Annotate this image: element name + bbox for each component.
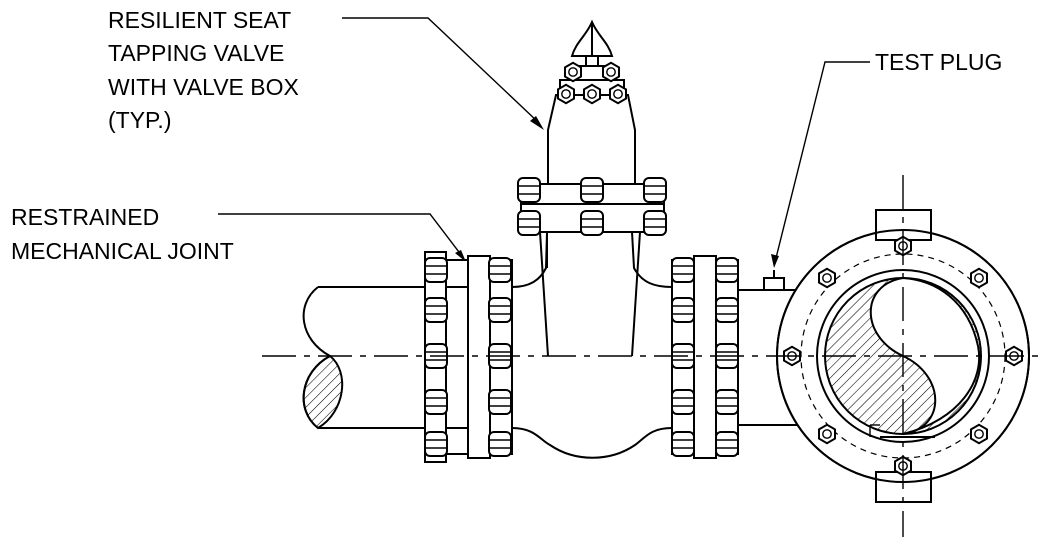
joint-callout: RESTRAINED MECHANICAL JOINT bbox=[11, 204, 466, 264]
bonnet-flange bbox=[517, 177, 667, 236]
restrained-mechanical-joint bbox=[424, 251, 513, 463]
centerlines bbox=[262, 175, 1043, 537]
test-plug bbox=[763, 277, 785, 291]
valve-callout-line-1: RESILIENT SEAT bbox=[108, 7, 291, 33]
plug-callout-text: TEST PLUG bbox=[875, 49, 1002, 75]
valve-leader-line bbox=[342, 17, 539, 123]
joint-callout-line-2: MECHANICAL JOINT bbox=[11, 238, 234, 264]
valve-body bbox=[511, 231, 673, 459]
tapping-sleeve-outlet bbox=[738, 270, 798, 426]
valve-callout: RESILIENT SEAT TAPPING VALVE WITH VALVE … bbox=[108, 7, 544, 133]
plug-leader-arrow bbox=[771, 254, 779, 268]
plug-leader-line bbox=[775, 61, 870, 259]
valve-leader-arrow bbox=[530, 116, 544, 130]
valve-outlet-flanges bbox=[671, 255, 739, 459]
left-pipe bbox=[302, 286, 425, 430]
valve-bonnet bbox=[547, 19, 636, 184]
valve-callout-line-2: TAPPING VALVE bbox=[108, 40, 284, 66]
valve-callout-line-4: (TYP.) bbox=[108, 107, 171, 133]
joint-leader-line bbox=[218, 213, 463, 257]
plug-callout: TEST PLUG bbox=[771, 49, 1002, 268]
joint-callout-line-1: RESTRAINED bbox=[11, 204, 159, 230]
valve-callout-line-3: WITH VALVE BOX bbox=[108, 74, 299, 100]
